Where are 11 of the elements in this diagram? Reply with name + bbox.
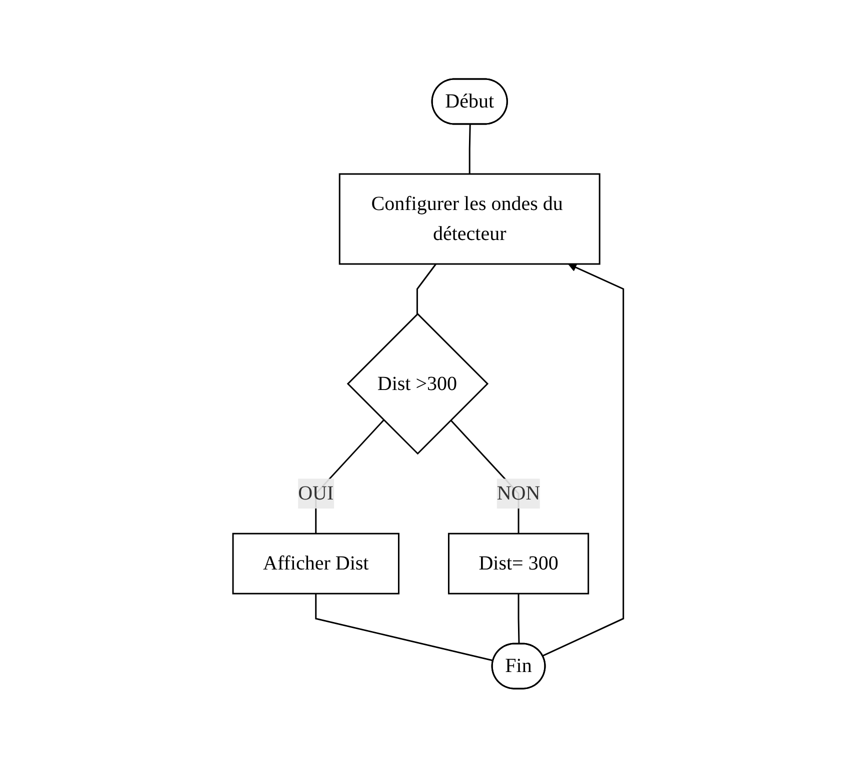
node-box: Dist= 300: [448, 532, 589, 594]
connector: [468, 124, 471, 174]
node-box: Afficher Dist: [232, 532, 400, 594]
node-diamond: Dist >300: [346, 312, 488, 454]
connector: [314, 593, 494, 662]
edge-label: OUI: [298, 482, 334, 504]
node-box: Configurer les ondes du détecteur: [338, 172, 600, 264]
connector: [416, 263, 436, 314]
connector: [518, 593, 520, 644]
arrow: [542, 262, 624, 656]
edge-label: NON: [496, 482, 540, 504]
